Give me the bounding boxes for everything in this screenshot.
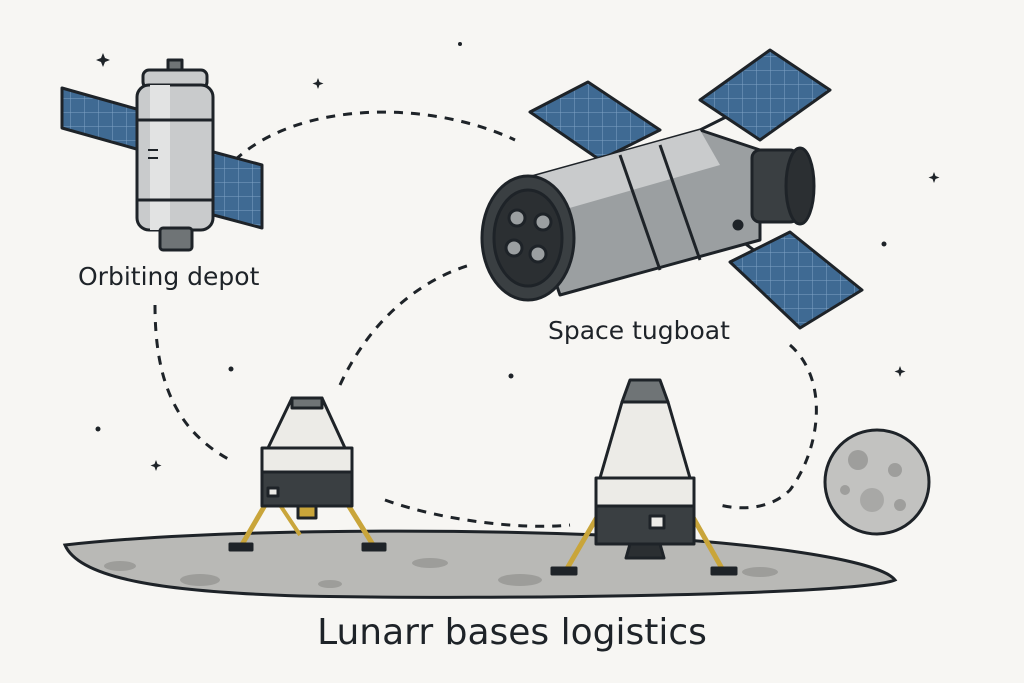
star-icon — [95, 42, 940, 471]
lunar-ground — [62, 529, 898, 599]
depot-label: Orbiting depot — [78, 262, 260, 291]
tugboat-icon — [480, 48, 864, 330]
diagram-title: Lunarr bases logistics — [317, 612, 707, 653]
trajectory-paths — [153, 110, 818, 528]
depot-module-icon — [60, 58, 264, 252]
lunar-lander-icon — [550, 378, 738, 576]
lunar-lander-icon — [228, 396, 387, 552]
tugboat-label: Space tugboat — [548, 316, 730, 345]
moon-icon — [823, 428, 931, 536]
